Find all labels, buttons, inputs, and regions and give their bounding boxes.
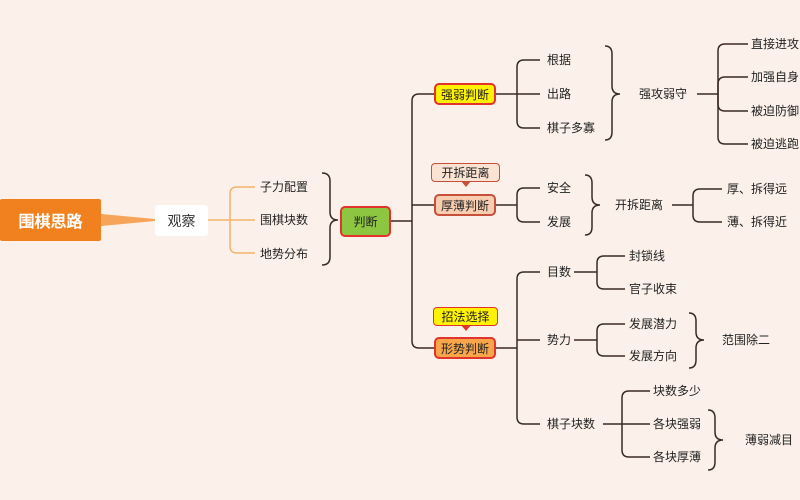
situation-power-summary: 范围除二 [722,333,771,347]
situation-count-item-1: 封锁线 [629,249,666,263]
situation-callout: 招法选择 [433,307,498,331]
situation-count-label: 目数 [547,265,572,279]
situation-blocks-item-3: 各块厚薄 [653,450,702,464]
strong-weak-result-2: 加强自身 [751,70,800,84]
strong-weak-result-4: 被迫逃跑 [751,137,800,151]
situation-count-item-2: 官子收束 [629,282,678,296]
thickness-summary: 开拆距离 [615,198,664,212]
strong-weak-item-1: 根据 [547,53,572,67]
situation-power-item-2: 发展方向 [629,349,678,363]
strong-weak-item-2: 出路 [547,87,572,101]
root-node: 围棋思路 [0,199,101,241]
observe-item-3: 地势分布 [260,247,309,261]
strong-weak-summary: 强攻弱守 [639,87,688,101]
situation-node: 形势判断 [434,337,496,359]
strong-weak-result-1: 直接进攻 [751,37,800,51]
thickness-callout: 开拆距离 [431,163,500,187]
situation-blocks-label: 棋子块数 [547,417,596,431]
situation-blocks-item-1: 块数多少 [653,384,702,398]
thickness-item-2: 发展 [547,215,572,229]
judge-node: 判断 [340,206,391,237]
observe-node: 观察 [155,205,208,236]
observe-connectors [208,186,255,254]
dark-connectors [321,43,748,471]
thickness-result-2: 薄、拆得近 [727,215,788,229]
situation-power-item-1: 发展潜力 [629,317,678,331]
strong-weak-result-3: 被迫防御 [751,104,800,118]
strong-weak-node: 强弱判断 [434,83,496,105]
thickness-node: 厚薄判断 [434,194,496,216]
situation-blocks-item-2: 各块强弱 [653,417,702,431]
observe-item-1: 子力配置 [260,180,309,194]
root-connector [101,214,155,226]
thickness-item-1: 安全 [547,181,572,195]
observe-item-2: 围棋块数 [260,213,309,227]
situation-power-label: 势力 [547,333,572,347]
thickness-result-1: 厚、拆得远 [727,182,788,196]
situation-blocks-summary: 薄弱减目 [745,433,794,447]
strong-weak-item-3: 棋子多寡 [547,121,596,135]
